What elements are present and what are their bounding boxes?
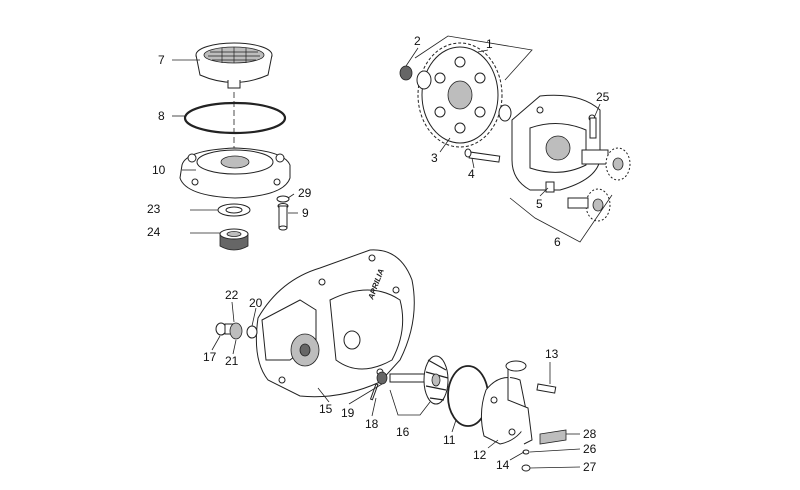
callout-23: 23 [147, 202, 161, 216]
pump-dowel-pin [589, 117, 597, 139]
clutch-cover: APRILIA [255, 249, 415, 398]
callout-20: 20 [249, 296, 263, 310]
drain-bolt-assembly [215, 322, 258, 340]
pump-rotor-lower [567, 188, 611, 222]
seal-ring [217, 203, 251, 217]
callout-labels: 1 2 3 4 5 6 7 8 9 10 11 12 13 14 15 16 1… [147, 34, 610, 474]
callout-18: 18 [365, 417, 379, 431]
callout-17: 17 [203, 350, 217, 364]
callout-19: 19 [341, 406, 355, 420]
callout-12: 12 [473, 448, 487, 462]
callout-9: 9 [302, 206, 309, 220]
callout-26: 26 [583, 442, 597, 456]
oil-seal [219, 228, 249, 251]
callout-8: 8 [158, 109, 165, 123]
oil-pump-body [511, 94, 601, 191]
pump-screw [464, 148, 501, 163]
callout-14: 14 [496, 458, 510, 472]
water-pump-housing [480, 360, 533, 445]
o-ring-large [183, 101, 287, 135]
circlip [399, 65, 413, 81]
pump-cover [179, 147, 291, 199]
callout-13: 13 [545, 347, 559, 361]
pump-pin [545, 181, 555, 193]
callout-4: 4 [468, 167, 475, 181]
callout-15: 15 [319, 402, 333, 416]
callout-10: 10 [152, 163, 166, 177]
oil-filter-screen [195, 42, 273, 89]
washer-small [276, 195, 290, 203]
pump-drive-gear [417, 42, 503, 148]
callout-7: 7 [158, 53, 165, 67]
callout-24: 24 [147, 225, 161, 239]
callout-6: 6 [554, 235, 561, 249]
screw-cover [277, 203, 289, 231]
callout-27: 27 [583, 460, 597, 474]
housing-bolt [536, 383, 557, 394]
shaft-seal [376, 371, 388, 385]
callout-29: 29 [298, 186, 312, 200]
callout-25: 25 [596, 90, 610, 104]
leader-lines [172, 47, 601, 469]
callout-3: 3 [431, 151, 438, 165]
callout-21: 21 [225, 354, 239, 368]
housing-screw-lower [521, 464, 531, 472]
callout-22: 22 [225, 288, 239, 302]
callout-16: 16 [396, 425, 410, 439]
callout-28: 28 [583, 427, 597, 441]
callout-5: 5 [536, 197, 543, 211]
small-washer [522, 449, 530, 455]
callout-11: 11 [443, 433, 456, 447]
pump-plate [539, 429, 567, 445]
impeller [423, 355, 449, 405]
callout-1: 1 [486, 37, 493, 51]
gear-washer [416, 70, 512, 122]
callout-2: 2 [414, 34, 421, 48]
pump-rotor-upper [581, 147, 631, 181]
